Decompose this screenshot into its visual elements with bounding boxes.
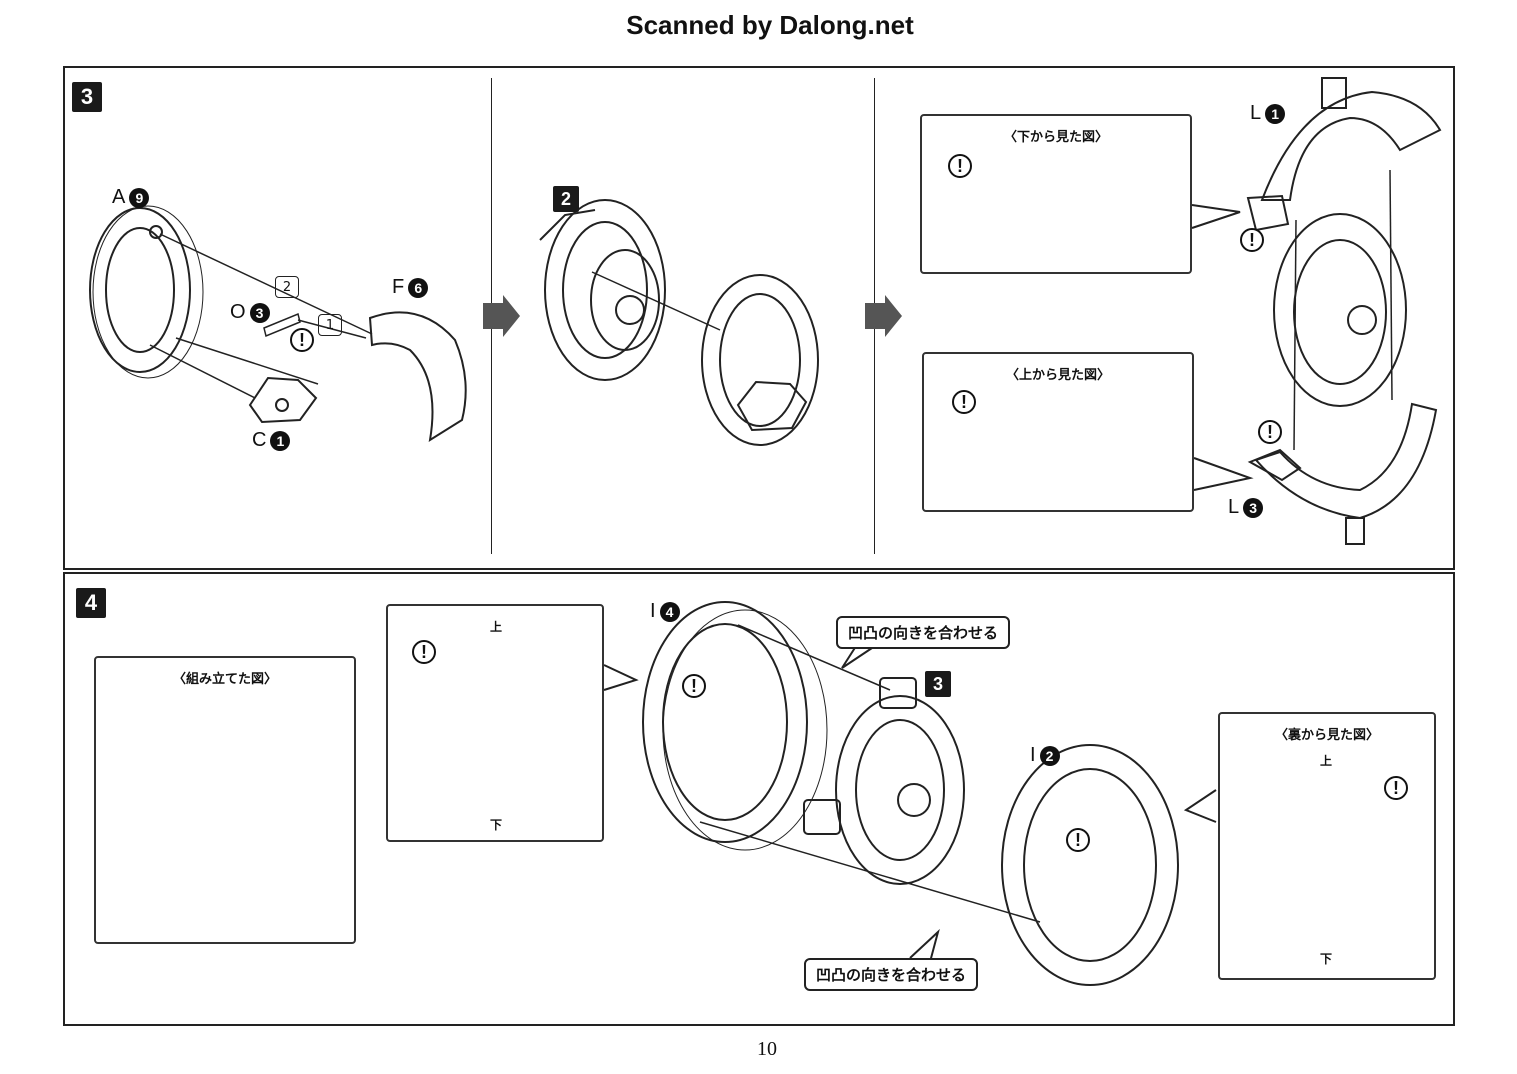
step4-frame [63, 572, 1455, 1026]
top-view-title: 〈上から見た図〉 [1005, 368, 1110, 383]
callout-pointer-i4 [603, 664, 639, 691]
bottom-view-title: 〈下から見た図〉 [1003, 130, 1108, 145]
ring-part-a9 [89, 205, 204, 379]
ring-part-i4 [642, 601, 828, 851]
step3-frame [63, 66, 1455, 570]
back-view-box: 〈裏から見た図〉 上 下 [1218, 712, 1436, 980]
hub-with-ring-panel3 [1273, 213, 1407, 407]
back-view-top-label: 上 [1320, 754, 1333, 768]
ring-top-label: 上 [490, 620, 503, 634]
callout-pointer-back-view [1183, 789, 1217, 823]
part-c1-clip [248, 376, 318, 424]
callout-pointer-bottom-view [1191, 204, 1241, 229]
step4-number: 4 [76, 588, 106, 618]
callout-pointer-align-2 [909, 928, 940, 963]
hub-assembly [539, 199, 666, 381]
part-f6-curved [368, 311, 467, 443]
assembled-view-box: 〈組み立てた図〉 [94, 656, 356, 944]
back-view-bottom-label: 下 [1320, 952, 1333, 966]
part-l3-lower [1247, 402, 1438, 545]
assembly-arrows-panel1 [149, 233, 373, 399]
callout-pointer-top-view [1193, 457, 1254, 491]
assembled-view-title: 〈組み立てた図〉 [172, 672, 277, 687]
next-arrow-1 [483, 295, 520, 337]
combined-ring-part [701, 274, 819, 446]
assembly-arrows-panel3 [1293, 169, 1393, 451]
align-callout-top: 凹凸の向きを合わせる [836, 616, 1011, 649]
warning-icon: ! [1240, 228, 1264, 252]
bottom-view-box: 〈下から見た図〉 [920, 114, 1192, 274]
ring-bottom-label: 下 [490, 818, 503, 832]
warning-icon: ! [952, 390, 976, 414]
part-l1-upper [1246, 77, 1442, 232]
warning-icon: ! [948, 154, 972, 178]
step3-substep-number: 2 [553, 186, 579, 212]
scan-watermark-title: Scanned by Dalong.net [626, 10, 914, 40]
align-callout-bottom: 凹凸の向きを合わせる [804, 958, 979, 991]
part-o3-spring [263, 312, 301, 338]
assembly-order-1: 1 [318, 314, 342, 336]
page-number: 10 [757, 1038, 777, 1060]
assembly-arrow-panel2 [591, 271, 721, 331]
warning-icon: ! [1258, 420, 1282, 444]
warning-icon: ! [1384, 776, 1408, 800]
warning-icon: ! [1066, 828, 1090, 852]
hub-assembly-step4 [803, 677, 965, 885]
step4-subassembly-ref: 3 [925, 671, 951, 697]
warning-icon: ! [290, 328, 314, 352]
assembly-lines-step4 [699, 624, 1041, 923]
callout-pointer-align-1 [841, 642, 873, 669]
tire-part-i2 [1001, 744, 1179, 986]
ring-top-view-box: 上 下 [386, 604, 604, 842]
back-view-title: 〈裏から見た図〉 [1274, 728, 1379, 743]
warning-icon: ! [682, 674, 706, 698]
assembly-order-2: 2 [275, 276, 299, 298]
next-arrow-2 [865, 295, 902, 337]
warning-icon: ! [412, 640, 436, 664]
step3-number: 3 [72, 82, 102, 112]
top-view-box: 〈上から見た図〉 [922, 352, 1194, 512]
